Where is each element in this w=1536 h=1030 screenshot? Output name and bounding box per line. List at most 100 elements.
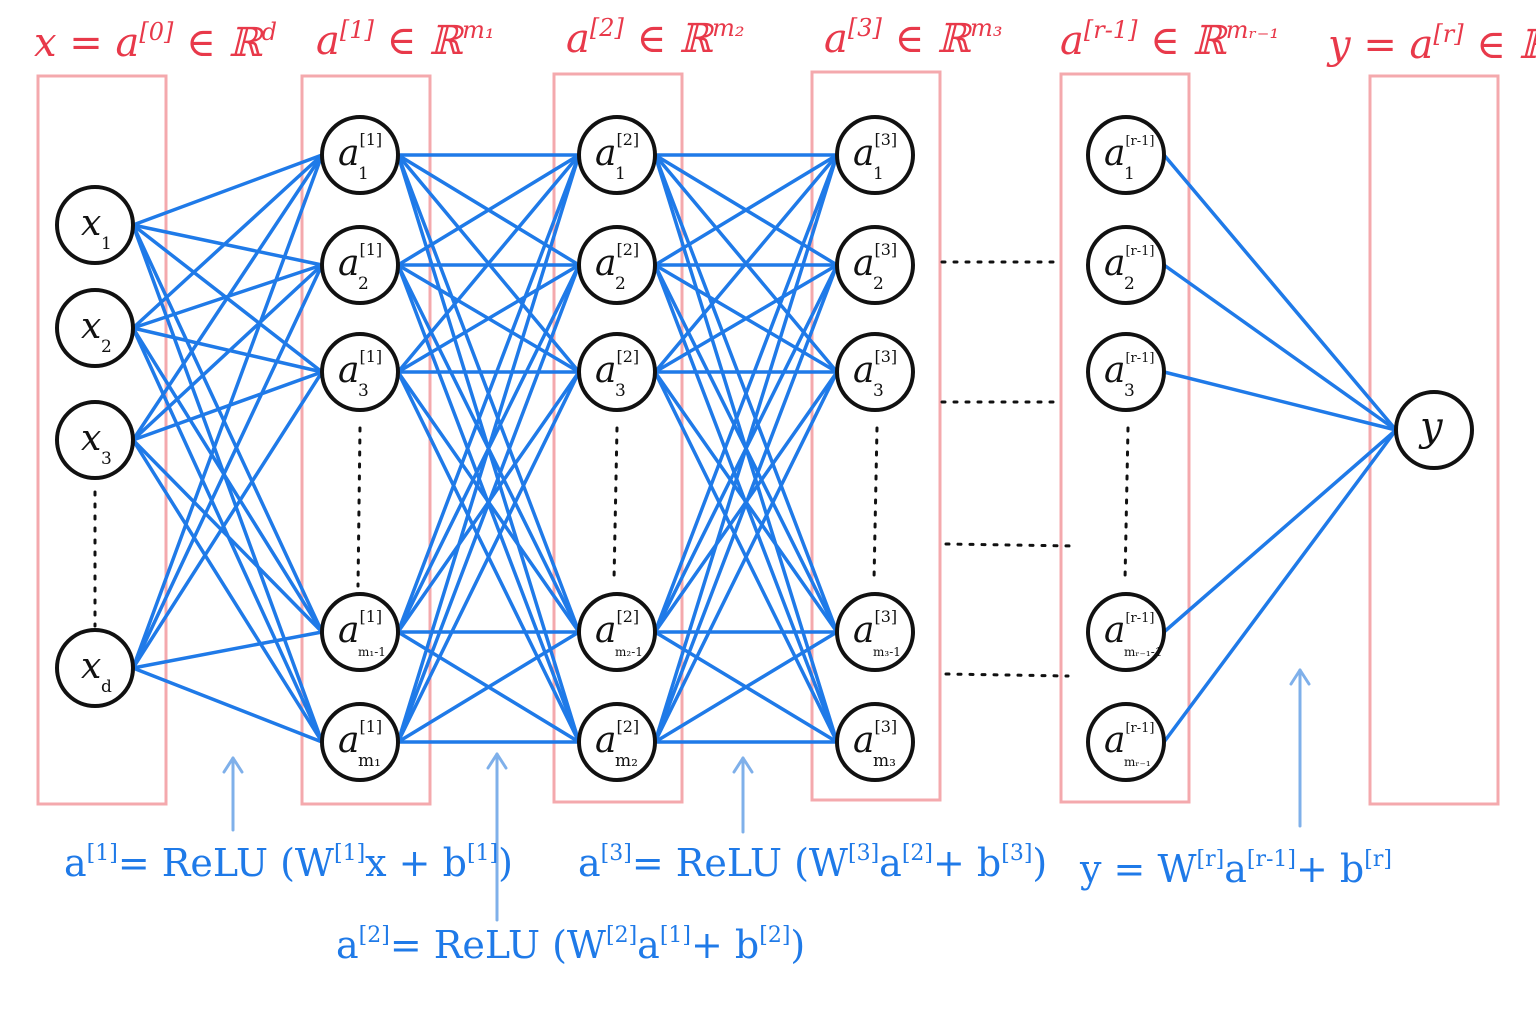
header-tail: ∈ ℝ bbox=[624, 16, 715, 62]
header-tail-superscript: m₃ bbox=[970, 14, 1002, 42]
node-circle bbox=[320, 592, 400, 672]
node-circle bbox=[835, 702, 915, 782]
node-superscript: [r-1] bbox=[1125, 721, 1154, 736]
up-arrow-icon bbox=[222, 756, 244, 832]
node-base: a bbox=[853, 243, 874, 284]
node-0-1: x2 bbox=[55, 288, 135, 368]
vertical-ellipsis-layer-3 bbox=[872, 426, 879, 582]
node-superscript: [1] bbox=[359, 717, 382, 736]
formula-text: + b bbox=[933, 841, 1001, 885]
edge-0-1-to-1-2 bbox=[131, 326, 324, 374]
node-2-3: a[2]m₂-1 bbox=[577, 592, 657, 672]
layer-header-1: a[1] ∈ ℝm₁ bbox=[316, 16, 495, 64]
node-3-1: a[3]2 bbox=[835, 225, 915, 305]
neuron-nodes: x1x2x3xda[1]1a[1]2a[1]3a[1]m₁-1a[1]m₁a[2… bbox=[55, 115, 1474, 782]
node-subscript: 3 bbox=[358, 381, 369, 401]
layer-frame-2 bbox=[552, 72, 684, 804]
node-label: a[1]m₁-1 bbox=[338, 607, 386, 659]
node-base: x bbox=[81, 306, 101, 347]
node-circle bbox=[577, 332, 657, 412]
vertical-ellipsis-layer-4 bbox=[1123, 426, 1130, 582]
formula-text: x + b bbox=[365, 841, 467, 885]
node-circle bbox=[577, 702, 657, 782]
node-circle bbox=[835, 592, 915, 672]
node-1-2: a[1]3 bbox=[320, 332, 400, 412]
layer-header-3: a[3] ∈ ℝm₃ bbox=[824, 14, 1003, 62]
vertical-ellipsis-layer-2 bbox=[612, 426, 619, 582]
node-base: a bbox=[1104, 133, 1125, 174]
header-tail-superscript: m₁ bbox=[462, 16, 494, 44]
node-subscript: 1 bbox=[1124, 164, 1135, 184]
node-label: a[r-1]mᵣ₋₁ bbox=[1104, 720, 1155, 769]
formula-text: + b bbox=[1296, 847, 1364, 891]
horizontal-ellipsis-mid bbox=[944, 542, 1076, 548]
formula-superscript: [2] bbox=[606, 923, 637, 948]
header-main: a bbox=[824, 16, 848, 62]
node-superscript: [3] bbox=[874, 240, 897, 259]
node-base: a bbox=[595, 350, 616, 391]
header-superscript: [3] bbox=[848, 14, 883, 42]
edge-2-2-to-3-0 bbox=[653, 153, 839, 374]
node-4-3: a[r-1]mᵣ₋₁-1 bbox=[1086, 592, 1166, 672]
node-circle bbox=[1086, 115, 1166, 195]
edge-2-1-to-3-0 bbox=[653, 153, 839, 267]
node-superscript: [2] bbox=[616, 607, 639, 626]
node-base: a bbox=[338, 243, 359, 284]
node-circle bbox=[320, 225, 400, 305]
node-3-4: a[3]m₃ bbox=[835, 702, 915, 782]
formula-4: y = W[r]a[r-1]+ b[r] bbox=[1079, 847, 1392, 891]
edge-0-1-to-1-3 bbox=[131, 326, 324, 634]
node-circle bbox=[1086, 332, 1166, 412]
node-base: a bbox=[338, 350, 359, 391]
node-superscript: [3] bbox=[874, 347, 897, 366]
formula-superscript: [2] bbox=[902, 841, 933, 866]
edge-1-2-to-2-0 bbox=[396, 153, 581, 374]
node-subscript: 3 bbox=[873, 381, 884, 401]
formula-superscript: [2] bbox=[359, 923, 390, 948]
node-subscript: m₁ bbox=[358, 751, 381, 771]
layer-frames bbox=[36, 70, 1500, 806]
edge-0-1-to-1-0 bbox=[131, 153, 324, 330]
formula-text: a bbox=[64, 841, 87, 885]
formula-superscript: [2] bbox=[759, 923, 790, 948]
horizontal-ellipsis-row-4 bbox=[944, 672, 1070, 678]
formula-text: a bbox=[336, 923, 359, 967]
edge-0-0-to-1-1 bbox=[131, 223, 324, 267]
layer-header-2: a[2] ∈ ℝm₂ bbox=[566, 14, 745, 62]
edge-1-4-to-2-3 bbox=[396, 630, 581, 744]
node-0-3: xd bbox=[55, 628, 135, 708]
node-subscript: 3 bbox=[615, 381, 626, 401]
header-tail-superscript: m₂ bbox=[712, 14, 744, 42]
header-main: a bbox=[1060, 18, 1084, 64]
node-subscript: 2 bbox=[101, 337, 112, 357]
node-subscript: m₁-1 bbox=[358, 645, 386, 659]
edge-0-3-to-1-4 bbox=[131, 666, 324, 744]
node-circle bbox=[577, 225, 657, 305]
formula-3: a[3]= ReLU (W[3]a[2]+ b[3]) bbox=[578, 841, 1047, 885]
node-label: a[1]1 bbox=[338, 130, 382, 184]
formula-superscript: [r] bbox=[1364, 847, 1392, 872]
node-4-4: a[r-1]mᵣ₋₁ bbox=[1086, 702, 1166, 782]
node-base: a bbox=[338, 133, 359, 174]
node-label: x3 bbox=[81, 418, 112, 469]
node-base: a bbox=[1104, 610, 1125, 651]
formula-text: a bbox=[1224, 847, 1247, 891]
node-label: a[3]3 bbox=[853, 347, 897, 401]
node-superscript: [2] bbox=[616, 717, 639, 736]
node-subscript: d bbox=[101, 677, 112, 697]
node-3-0: a[3]1 bbox=[835, 115, 915, 195]
node-circle bbox=[55, 400, 135, 480]
edge-1-4-to-2-0 bbox=[396, 153, 581, 744]
formula-superscript: [3] bbox=[601, 841, 632, 866]
node-subscript: 1 bbox=[101, 234, 112, 254]
node-circle bbox=[55, 185, 135, 265]
node-circle bbox=[1086, 702, 1166, 782]
header-main: a bbox=[316, 18, 340, 64]
layer-frame-5 bbox=[1368, 74, 1500, 806]
layer-frame-0 bbox=[36, 74, 168, 806]
formula-text: ) bbox=[790, 923, 805, 967]
node-superscript: [r-1] bbox=[1125, 134, 1154, 149]
node-circle bbox=[577, 115, 657, 195]
node-label: a[2]m₂ bbox=[595, 717, 639, 771]
